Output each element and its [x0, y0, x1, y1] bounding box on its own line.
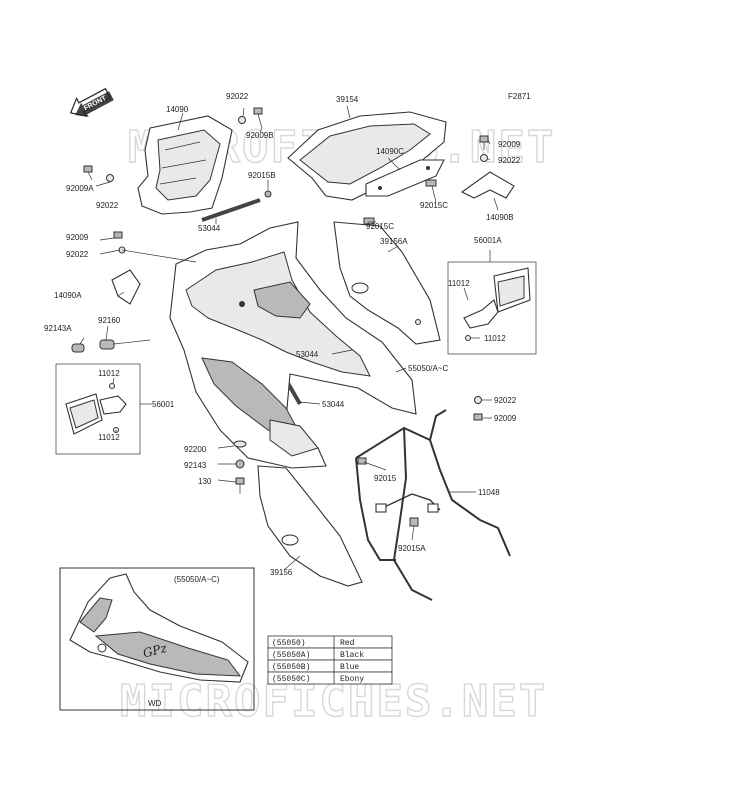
- part-number-11012[interactable]: 11012: [98, 369, 120, 378]
- tape-strip-1: [201, 198, 261, 222]
- part-number-55050-a-c[interactable]: 55050/A~C: [408, 364, 448, 373]
- part-number-92009[interactable]: 92009: [498, 140, 521, 149]
- part-number-11012[interactable]: 11012: [98, 433, 120, 442]
- stay-bracket-part: [355, 409, 511, 601]
- part-number-14090b[interactable]: 14090B: [486, 213, 514, 222]
- color-table-code: (55050): [272, 639, 306, 648]
- bracket-14090b-part: [460, 171, 515, 199]
- part-number-14090[interactable]: 14090: [166, 105, 189, 114]
- mirror-box-left: [55, 363, 141, 455]
- color-table-color: Black: [340, 651, 364, 660]
- figure-code: F2871: [508, 92, 531, 101]
- part-number-11012[interactable]: 11012: [484, 334, 506, 343]
- color-table-code: (55050A): [272, 651, 310, 660]
- part-number-53044[interactable]: 53044: [322, 400, 345, 409]
- inset-fairing-decal-part: GPz: [69, 573, 249, 683]
- bracket-14090a-part: [111, 269, 141, 305]
- inset-code: WD: [148, 699, 162, 708]
- part-number-92022[interactable]: 92022: [96, 201, 119, 210]
- inset-label: (55050/A~C): [174, 575, 220, 584]
- color-table: (55050) Red (55050A) Black (55050B) Blue (5505…: [267, 635, 393, 685]
- part-number-92022[interactable]: 92022: [226, 92, 249, 101]
- part-number-92009b[interactable]: 92009B: [246, 131, 274, 140]
- part-number-92022[interactable]: 92022: [498, 156, 521, 165]
- part-number-56001a[interactable]: 56001A: [474, 236, 502, 245]
- part-number-39154[interactable]: 39154: [336, 95, 359, 104]
- part-number-92143[interactable]: 92143: [184, 461, 207, 470]
- mirror-box-right: [447, 261, 537, 355]
- front-arrow-icon: FRONT: [69, 87, 114, 117]
- part-number-56001[interactable]: 56001: [152, 400, 175, 409]
- part-number-92015a[interactable]: 92015A: [398, 544, 426, 553]
- part-number-14090a[interactable]: 14090A: [54, 291, 82, 300]
- part-number-130[interactable]: 130: [198, 477, 212, 486]
- color-table-color: Red: [340, 639, 355, 648]
- part-number-39156[interactable]: 39156: [270, 568, 293, 577]
- part-number-92009[interactable]: 92009: [66, 233, 89, 242]
- mirror-56001-part: [65, 393, 127, 435]
- part-number-39156a[interactable]: 39156A: [380, 237, 408, 246]
- leader-lines: [79, 105, 499, 571]
- part-number-92160[interactable]: 92160: [98, 316, 121, 325]
- inner-panel-39156a-part: [333, 221, 441, 345]
- part-number-92015c[interactable]: 92015C: [420, 201, 448, 210]
- part-number-92022[interactable]: 92022: [494, 396, 517, 405]
- part-labels: 140909202292009B3915492009A9202292015B53…: [44, 92, 521, 577]
- part-number-92009a[interactable]: 92009A: [66, 184, 94, 193]
- part-number-14090c[interactable]: 14090C: [376, 147, 404, 156]
- color-table-row: [267, 671, 393, 685]
- part-number-92015c[interactable]: 92015C: [366, 222, 394, 231]
- color-table-color: Ebony: [340, 675, 364, 684]
- part-number-53044[interactable]: 53044: [296, 350, 319, 359]
- part-number-92200[interactable]: 92200: [184, 445, 207, 454]
- color-table-code: (55050B): [272, 663, 310, 672]
- svg-text:GPz: GPz: [142, 641, 169, 661]
- part-number-92143a[interactable]: 92143A: [44, 324, 72, 333]
- part-number-11012[interactable]: 11012: [448, 279, 470, 288]
- part-number-92015b[interactable]: 92015B: [248, 171, 276, 180]
- color-table-code: (55050C): [272, 675, 310, 684]
- part-number-92009[interactable]: 92009: [494, 414, 517, 423]
- main-fairing-part: [169, 221, 417, 469]
- meter-cover-part: [137, 115, 233, 215]
- inner-panel-39156-part: [257, 465, 363, 587]
- upper-cowl-part: [287, 111, 447, 201]
- inset-box: [59, 567, 255, 711]
- color-table-color: Blue: [340, 663, 359, 672]
- mirror-56001a-part: [463, 267, 531, 329]
- bracket-14090c-part: [365, 159, 445, 197]
- part-number-92015[interactable]: 92015: [374, 474, 397, 483]
- part-number-53044[interactable]: 53044: [198, 224, 221, 233]
- part-number-11048[interactable]: 11048: [478, 488, 500, 497]
- part-number-92022[interactable]: 92022: [66, 250, 89, 259]
